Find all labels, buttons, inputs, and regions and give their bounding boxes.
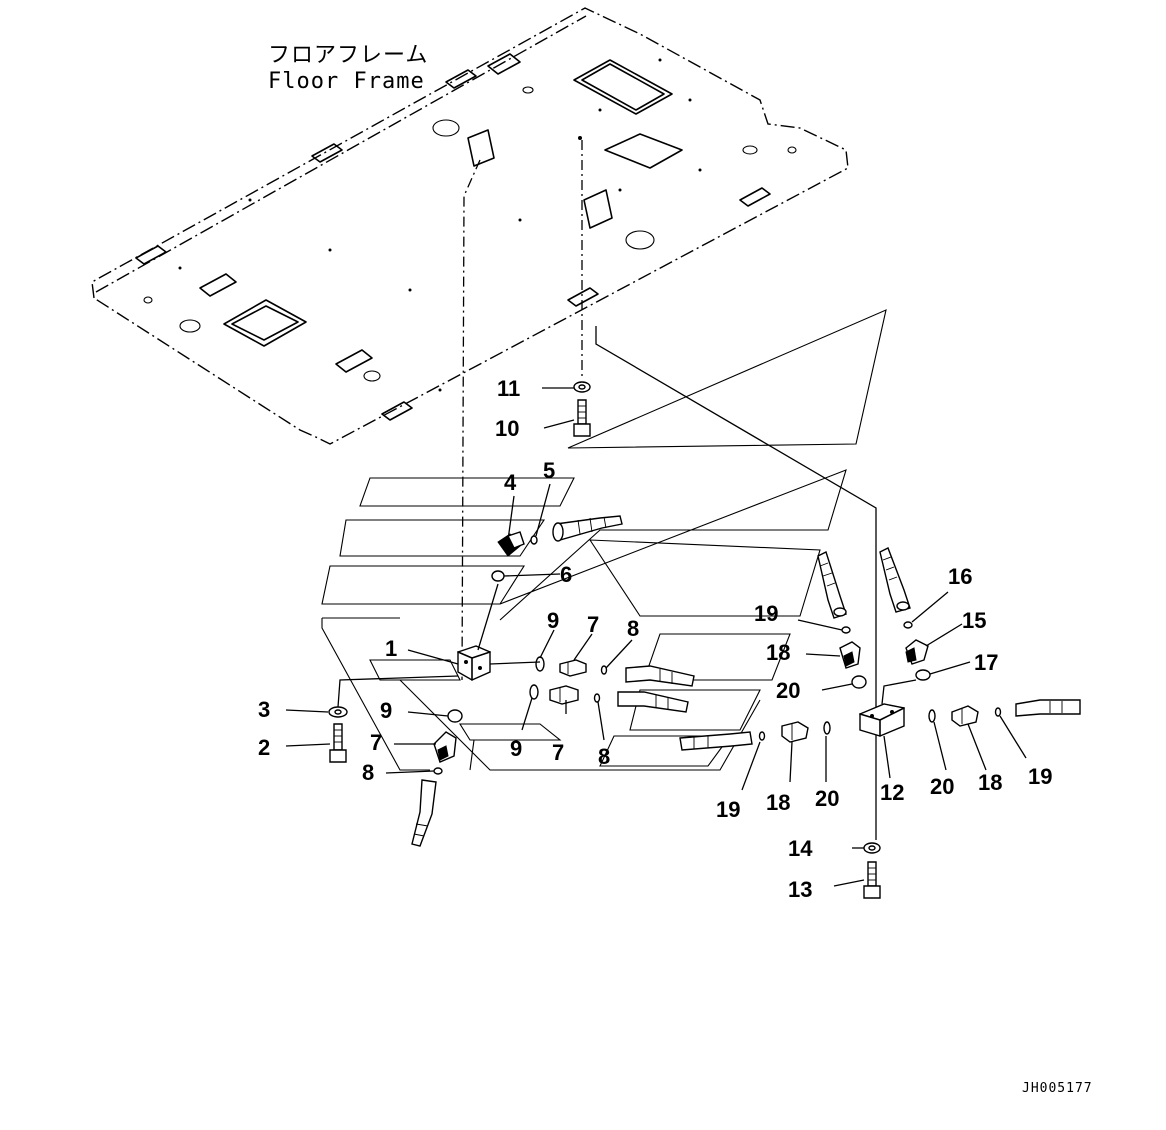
parts <box>328 381 1002 899</box>
hose-bottom-center <box>679 731 753 751</box>
floor-frame-label: フロアフレーム Floor Frame <box>268 43 428 94</box>
part-8-ring-b <box>593 693 601 703</box>
hose-right-16 <box>879 547 911 613</box>
part-7-connector-b <box>549 685 579 705</box>
drawing-code: JH005177 <box>1022 1081 1093 1096</box>
part-19-ring-b <box>758 731 766 741</box>
part-9-oring-b <box>529 684 539 700</box>
callout-5: 5 <box>543 458 555 483</box>
floor-frame <box>91 7 849 445</box>
part-8-ring-a <box>600 665 608 675</box>
callout-16: 16 <box>948 564 972 589</box>
callout-20-top: 20 <box>776 678 800 703</box>
callout-13: 13 <box>788 877 812 902</box>
part-14-washer-hole <box>868 845 876 851</box>
hose-mid-1 <box>625 665 695 687</box>
part-3-washer-hole <box>334 709 342 715</box>
part-20-oring-a <box>851 675 867 689</box>
part-18-connector-a <box>839 641 861 669</box>
callout-11: 11 <box>497 376 520 401</box>
callout-8-left: 8 <box>362 760 374 785</box>
part-6-oring <box>491 570 505 582</box>
part-16-oring <box>903 621 913 629</box>
part-17-oring <box>915 669 931 681</box>
part-12-block <box>859 703 905 737</box>
part-4-sensor <box>497 531 525 557</box>
callout-7-left: 7 <box>370 730 382 755</box>
callout-18-right: 18 <box>978 770 1002 795</box>
callout-9-middle: 9 <box>510 736 522 761</box>
callout-10: 10 <box>495 416 519 441</box>
callout-8-top: 8 <box>627 616 639 641</box>
part-2-bolt <box>329 723 347 763</box>
callout-8-middle: 8 <box>598 744 610 769</box>
part-9-oring-a <box>535 656 545 672</box>
part-19-ring-a <box>841 626 851 634</box>
leader-lines <box>285 387 1027 887</box>
callout-18-bottom: 18 <box>766 790 790 815</box>
background-panels <box>321 309 887 771</box>
part-7-connector-a <box>559 659 587 677</box>
frame-bracket-center <box>583 189 613 229</box>
callout-7-middle: 7 <box>552 740 564 765</box>
floor-frame-label-jp: フロアフレーム <box>268 43 428 68</box>
callout-numbers: 1 2 3 4 5 6 7 7 7 8 8 8 9 9 9 10 11 12 1… <box>258 376 1052 902</box>
callout-1: 1 <box>385 636 397 661</box>
callout-14: 14 <box>788 836 813 861</box>
part-5-oring <box>530 535 538 545</box>
floor-frame-holes <box>143 58 797 392</box>
part-15-sensor <box>905 639 929 665</box>
hose-top <box>552 515 623 542</box>
callout-19-top: 19 <box>754 601 778 626</box>
mounting-lines <box>461 140 877 840</box>
hose-right-upper <box>817 551 847 619</box>
hose-right-end <box>1015 699 1081 717</box>
hose-mid-2 <box>617 691 689 713</box>
frame-bracket-left <box>467 129 495 167</box>
callout-4: 4 <box>504 470 517 495</box>
floor-frame-cutouts <box>135 53 771 421</box>
callout-20-right: 20 <box>930 774 954 799</box>
callout-19-right: 19 <box>1028 764 1052 789</box>
callout-17: 17 <box>974 650 998 675</box>
callout-9-left: 9 <box>380 698 392 723</box>
callout-9-top: 9 <box>547 608 559 633</box>
part-7-connector-c <box>433 731 457 763</box>
part-1-valve-block <box>457 645 491 681</box>
callout-20-bottom: 20 <box>815 786 839 811</box>
part-11-washer-hole <box>578 384 586 390</box>
callout-2: 2 <box>258 735 270 760</box>
hoses <box>411 515 1081 847</box>
part-20-oring-b <box>823 721 831 735</box>
callout-3: 3 <box>258 697 270 722</box>
part-13-bolt <box>863 861 881 899</box>
part-18-connector-c <box>951 705 979 727</box>
callout-7-top: 7 <box>587 612 599 637</box>
part-19-ring-c <box>994 707 1002 717</box>
floor-frame-label-en: Floor Frame <box>268 69 425 94</box>
part-10-bolt <box>573 399 591 437</box>
part-18-connector-b <box>781 721 809 743</box>
callout-12: 12 <box>880 780 904 805</box>
part-9-oring-c <box>447 709 463 723</box>
callout-19-bottom: 19 <box>716 797 740 822</box>
callout-18-top: 18 <box>766 640 790 665</box>
callout-6: 6 <box>560 562 572 587</box>
part-8-ring-c <box>433 767 443 775</box>
hose-bottom-left <box>411 779 437 847</box>
part-20-oring-c <box>928 709 936 723</box>
callout-15: 15 <box>962 608 986 633</box>
